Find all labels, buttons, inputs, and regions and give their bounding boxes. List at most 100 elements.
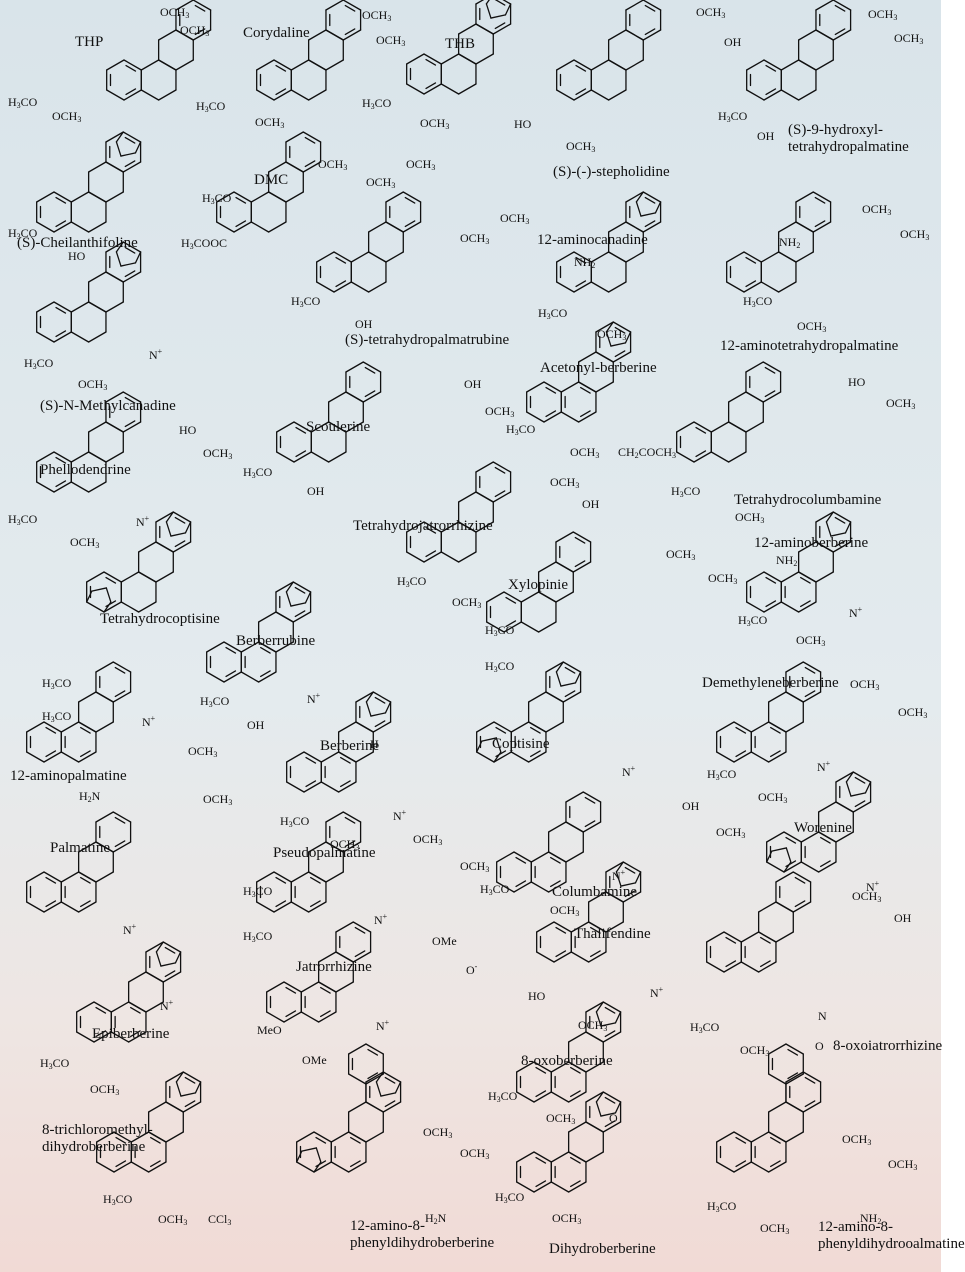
dioxole-bond [290, 602, 307, 607]
ring-bond [307, 89, 327, 101]
ring-bond [815, 29, 834, 41]
double-bond [725, 960, 737, 968]
double-bond [315, 1160, 327, 1168]
substituent-label: N+ [650, 985, 664, 1000]
substituent-label: OCH3 [546, 1111, 576, 1127]
ring-bond [723, 931, 742, 943]
double-bond [794, 876, 806, 884]
double-bond [644, 220, 656, 228]
dioxole-bond [615, 861, 624, 873]
dioxole-bond [574, 671, 582, 684]
ring-bond [587, 891, 607, 903]
double-bond [55, 456, 67, 464]
double-bond [535, 1180, 547, 1188]
compound-name-acetonyl: Acetonyl-berberine [540, 360, 657, 376]
double-bond [745, 280, 757, 288]
ring-bond [53, 331, 72, 343]
ring-bond [763, 571, 782, 583]
dioxole-bond [845, 781, 852, 797]
double-bond [580, 386, 591, 394]
ring-bond [607, 29, 627, 41]
structure-apd_berberine [296, 1043, 402, 1173]
double-bond [785, 836, 797, 844]
ring-bond [560, 411, 580, 423]
substituent-label: OCH3 [78, 377, 108, 393]
double-bond [794, 900, 806, 908]
compound-name-phellodendrine: Phellodendrine [40, 462, 131, 478]
ring-bond [607, 281, 627, 293]
ring-bond [337, 781, 357, 793]
double-bond [315, 1136, 327, 1144]
ring-bond [77, 691, 97, 703]
dioxole-bond [175, 1081, 182, 1097]
ring-bond [347, 1101, 367, 1113]
ring-bond [727, 451, 747, 463]
substituent-label: NH2 [776, 553, 798, 569]
ring-bond [743, 251, 762, 263]
ring-bond [372, 721, 392, 733]
ring-bond [276, 451, 295, 463]
double-bond [225, 646, 237, 654]
ring-bond [302, 161, 322, 173]
dioxole-bond [615, 871, 622, 887]
ring-bond [60, 901, 80, 913]
compound-name-thb: THB [445, 36, 475, 52]
ring-bond [355, 751, 374, 763]
ring-bond [562, 661, 582, 673]
ring-bond [350, 281, 370, 293]
double-bond [644, 4, 656, 12]
ring-bond [367, 251, 387, 263]
ring-bond [777, 251, 797, 263]
ring-bond [342, 0, 362, 11]
ring-bond [86, 601, 105, 613]
ring-bond [330, 1161, 350, 1173]
compound-name-berberine: Berberine [320, 738, 380, 754]
dioxole-bond [614, 1101, 622, 1114]
ring-bond [330, 1131, 350, 1143]
double-bond [787, 1072, 799, 1080]
ring-bond [155, 511, 174, 523]
ring-bond [555, 561, 574, 573]
substituent-label: OCH3 [460, 859, 490, 875]
double-bond [494, 490, 506, 498]
substituent-label: H [370, 737, 379, 751]
ring-bond [105, 241, 124, 253]
substituent-label: CCl3 [208, 1212, 232, 1228]
ring-bond [676, 451, 695, 463]
double-bond [584, 820, 596, 828]
ring-bond [335, 921, 354, 933]
compound-name-hydroxyl_thp: (S)-9-hydroxyl- tetrahydropalmatine [788, 122, 909, 155]
substituent-label: H3CO [243, 929, 273, 945]
substituent-label: OCH3 [760, 1221, 790, 1237]
double-bond [644, 28, 656, 36]
ring-bond [762, 391, 782, 403]
substituent-label: H3CO [485, 623, 515, 639]
ring-bond [286, 781, 305, 793]
ring-bond [785, 1101, 804, 1113]
ring-bond [112, 691, 132, 703]
substituent-label: H3COOC [181, 236, 228, 252]
ring-bond [130, 1161, 150, 1173]
double-bond [174, 516, 186, 524]
ring-bond [26, 871, 45, 883]
ring-bond [147, 1101, 167, 1113]
structure-methylcanadine [36, 241, 142, 343]
double-bond [294, 610, 306, 618]
ring-bond [795, 221, 814, 233]
dioxole-bond [771, 847, 787, 852]
ring-bond [285, 191, 304, 203]
ring-bond [486, 621, 505, 633]
ring-bond [573, 251, 592, 263]
ring-bond [325, 59, 344, 71]
substituent-label: MeO [257, 1023, 282, 1037]
double-bond [564, 666, 576, 674]
dioxole-bond [490, 14, 507, 19]
double-bond [55, 306, 67, 314]
double-bond [124, 420, 136, 428]
substituent-label: OCH3 [550, 903, 580, 919]
ring-bond [556, 59, 575, 71]
dioxole-bond [394, 1081, 402, 1094]
ring-bond [325, 871, 344, 883]
double-bond [114, 666, 126, 674]
ring-bond [345, 391, 364, 403]
